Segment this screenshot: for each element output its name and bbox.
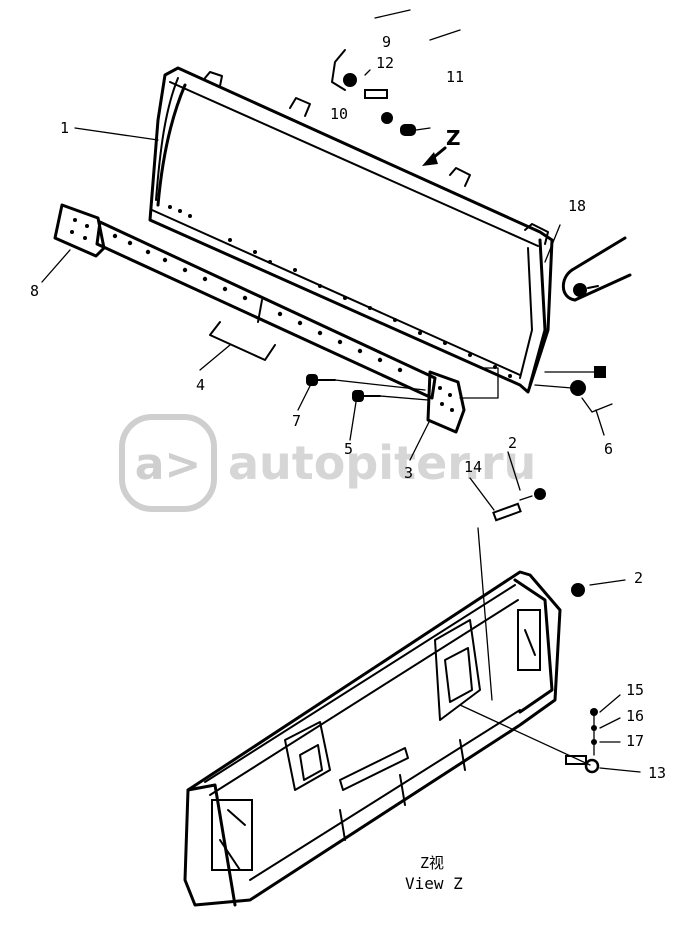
bolt-part-7 (306, 374, 426, 391)
callout-3: 3 (404, 464, 414, 482)
callout-8: 8 (30, 282, 40, 300)
autopiter-logo-icon: a> (119, 414, 217, 512)
callout-12: 12 (376, 54, 395, 72)
callout-13: 13 (648, 764, 667, 782)
arm-part-18 (561, 236, 632, 302)
callout-2-upper: 2 (508, 434, 518, 452)
callout-6: 6 (604, 440, 614, 458)
callout-2-lower: 2 (634, 569, 644, 587)
watermark-text: autopiter.ru (228, 436, 537, 490)
callout-15: 15 (626, 681, 645, 699)
view-caption-cn: Z视 (420, 854, 445, 872)
callout-16: 16 (626, 707, 645, 725)
callout-9: 9 (382, 33, 392, 51)
callout-14: 14 (464, 458, 483, 476)
pin-part-14 (469, 477, 522, 522)
nut-part-6 (534, 366, 613, 413)
blade-part-1 (148, 66, 554, 394)
callout-11: 11 (446, 68, 465, 86)
view-caption-en: View Z (405, 874, 463, 893)
callout-10: 10 (330, 105, 349, 123)
view-z-arrow-label: Z (446, 126, 461, 150)
callout-4: 4 (196, 376, 206, 394)
cutting-edge-part-4 (95, 220, 437, 400)
nut-part-2-upper (519, 488, 546, 501)
callout-7: 7 (292, 412, 302, 430)
end-bit-part-3 (426, 367, 499, 434)
end-bit-part-8 (53, 203, 106, 258)
callout-5: 5 (344, 440, 354, 458)
small-parts-15-17 (590, 694, 621, 756)
view-z-arrow-icon (422, 146, 447, 166)
pin-cluster-parts-9-12 (331, 49, 431, 136)
callout-18: 18 (568, 197, 587, 215)
bolt-part-5 (352, 390, 429, 402)
nut-part-2-lower (571, 579, 626, 597)
autopiter-logo-glyph: a> (135, 439, 202, 490)
callout-1: 1 (60, 119, 70, 137)
blade-frame-view-z (183, 527, 562, 907)
callout-17: 17 (626, 732, 645, 750)
pin-part-13 (459, 704, 641, 774)
leader-lines (41, 9, 605, 491)
